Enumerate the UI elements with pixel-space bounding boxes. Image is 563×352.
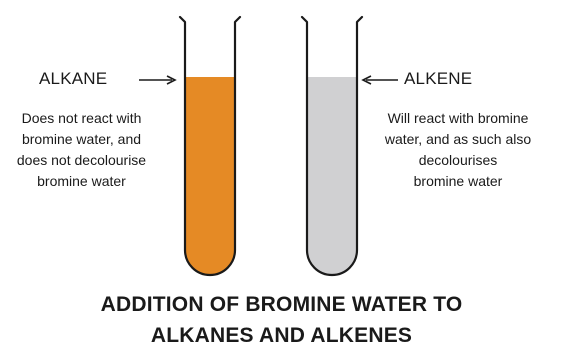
diagram-title-line-2: ALKANES AND ALKENES <box>150 324 413 347</box>
alkene-description-line: Will react with bromine <box>387 110 529 126</box>
diagram-title-line-1: ADDITION OF BROMINE WATER TO <box>100 293 463 316</box>
alkane-test-tube <box>178 15 242 277</box>
alkane-description-line: bromine water <box>37 173 126 189</box>
alkane-liquid <box>185 77 235 275</box>
alkane-description-line: bromine water, and <box>21 131 142 147</box>
alkene-description: Will react with bromine water, and as su… <box>364 108 552 192</box>
alkene-liquid <box>307 77 357 275</box>
alkene-label: ALKENE <box>404 69 473 88</box>
alkane-description-line: does not decolourise <box>16 152 147 168</box>
alkene-description-line: water, and as such also <box>384 131 532 147</box>
alkane-arrow <box>139 75 177 85</box>
alkene-description-line: bromine water <box>413 173 503 189</box>
alkene-test-tube <box>300 15 364 277</box>
alkane-description-line: Does not react with <box>21 110 142 126</box>
alkene-description-line: decolourises <box>418 152 498 168</box>
alkane-label: ALKANE <box>39 69 108 88</box>
alkane-description: Does not react with bromine water, and d… <box>0 108 163 192</box>
alkene-arrow <box>361 75 398 85</box>
alkane-tube-outline <box>178 15 242 277</box>
alkene-tube-outline <box>300 15 364 277</box>
